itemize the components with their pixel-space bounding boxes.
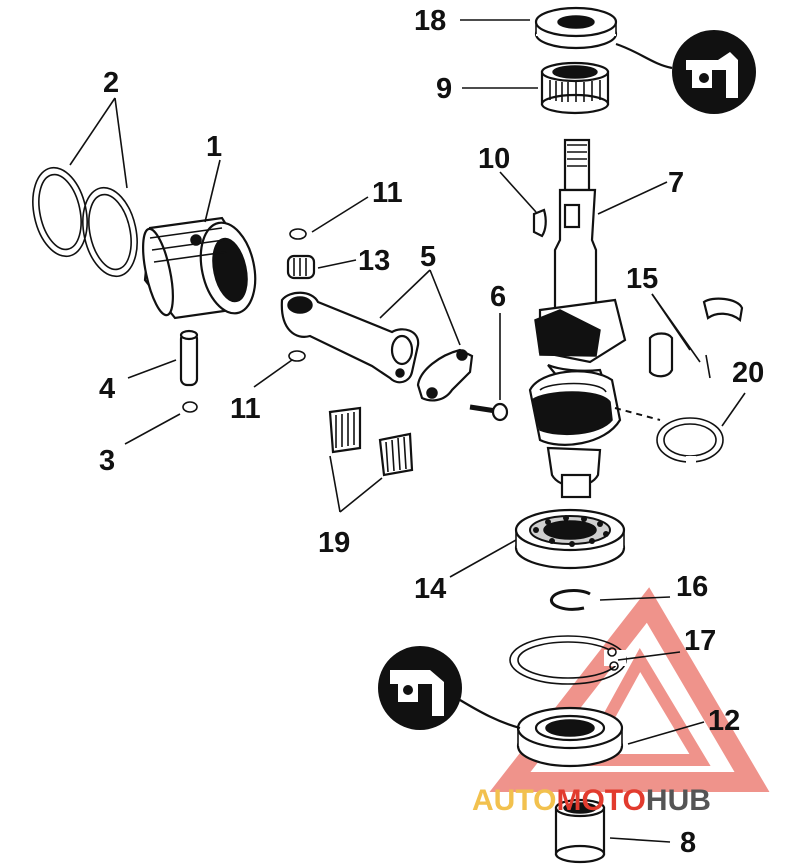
retaining-ring-17 — [509, 635, 627, 685]
thrust-washer-bottom — [288, 350, 306, 362]
callout-2: 2 — [103, 67, 119, 99]
callout-4: 4 — [99, 373, 115, 405]
upper-roller-bearing — [540, 61, 610, 115]
watermark-auto: AUTO — [472, 784, 556, 817]
pin-retainer — [182, 401, 198, 413]
connecting-rod — [280, 291, 420, 384]
rod-cap — [416, 348, 474, 402]
callout-7: 7 — [668, 167, 684, 199]
callout-16: 16 — [676, 571, 708, 603]
main-bearing-halves — [648, 297, 744, 379]
crankshaft — [528, 138, 627, 499]
watermark-hub: HUB — [646, 784, 711, 817]
watermark-moto: MOTO — [556, 784, 645, 817]
callout-12: 12 — [708, 705, 740, 737]
callout-5: 5 — [420, 241, 436, 273]
piston — [142, 216, 257, 320]
snap-ring-16 — [550, 589, 591, 611]
callout-14: 14 — [414, 573, 446, 605]
svg-text:AUTOMOTOHUB: AUTOMOTOHUB — [472, 784, 711, 817]
watermark-logo: AUTOMOTOHUB — [472, 784, 711, 817]
wrist-pin — [179, 329, 199, 387]
callout-3: 3 — [99, 445, 115, 477]
callout-18: 18 — [414, 5, 446, 37]
callout-9: 9 — [436, 73, 452, 105]
callout-13: 13 — [358, 245, 390, 277]
callout-11-bottom: 11 — [230, 393, 261, 425]
bushing — [554, 798, 606, 864]
piston-rings — [32, 166, 138, 278]
leader-lines — [69, 19, 746, 843]
needle-bearing-small — [286, 254, 316, 280]
callout-19: 19 — [318, 527, 350, 559]
ball-bearing — [514, 508, 626, 570]
callout-1: 1 — [206, 131, 222, 163]
seal-lip-direction-icon-top — [615, 30, 756, 114]
callout-17: 17 — [684, 625, 716, 657]
callout-15: 15 — [626, 263, 658, 295]
watermark-triangle-icon — [489, 587, 770, 792]
upper-oil-seal — [534, 6, 618, 50]
cap-screw — [469, 402, 509, 422]
lower-oil-seal — [516, 706, 624, 768]
woodruff-key — [532, 208, 547, 238]
callout-6: 6 — [490, 281, 506, 313]
seal-lip-direction-icon-bottom — [378, 646, 521, 730]
rod-bearing-halves — [328, 406, 414, 477]
thrust-washer-top — [289, 228, 307, 240]
callout-11-top: 11 — [372, 177, 403, 209]
ring-position-leader — [614, 407, 661, 421]
callout-8: 8 — [680, 827, 696, 859]
callout-20: 20 — [732, 357, 764, 389]
callout-10: 10 — [478, 143, 510, 175]
retaining-ring-20 — [656, 417, 724, 464]
